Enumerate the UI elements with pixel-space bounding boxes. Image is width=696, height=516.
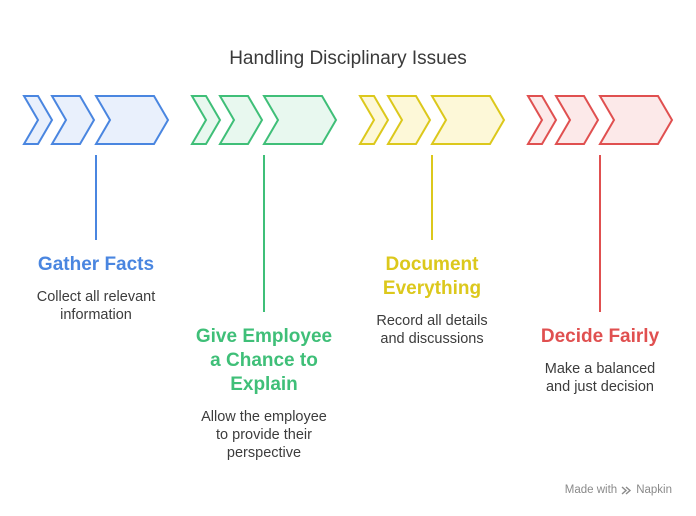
step-1-arrows [22,95,170,145]
step-2-title-line: a Chance to [210,350,318,371]
step-1-description: Collect all relevant information [11,288,181,324]
credit-prefix: Made with [564,484,618,496]
step-2-description: Allow the employee to provide their perspe… [179,408,349,462]
step-2-chevron-3 [262,95,338,145]
step-1-chevron-3 [94,95,170,145]
step-2-title: Give Employee a Chance to Explain [179,325,349,397]
step-3-chevron-1 [358,95,390,145]
step-4-arrows [526,95,674,145]
diagram-title: Handling Disciplinary Issues [229,48,467,69]
step-2-title-line: Explain [230,374,298,395]
step-2-title-line: Give Employee [195,326,333,347]
step-2-chevron-1 [190,95,222,145]
step-4-description-line: and just decision [545,379,654,395]
step-3-chevron-2 [386,95,432,145]
step-4-title-line: Decide Fairly [540,326,660,347]
step-3-chevron-3 [430,95,506,145]
step-4-description-line: Make a balanced [544,361,656,377]
made-with-credit: Made with Napkin [565,484,672,496]
credit-brand: Napkin [636,484,672,496]
step-4-chevron-2 [554,95,600,145]
step-2-description-line: Allow the employee [201,409,327,425]
napkin-logo-icon [621,485,632,495]
step-2-arrows [190,95,338,145]
step-4-chevron-3 [598,95,674,145]
step-1-description-line: Collect all relevant [36,289,156,305]
step-4-chevron-1 [526,95,558,145]
step-3-title-line: Everything [382,278,482,299]
step-1-title: Gather Facts [11,253,181,277]
step-2-description-line: perspective [226,445,302,461]
step-2-chevron-2 [218,95,264,145]
step-3-description: Record all details and discussions [347,312,517,348]
step-2-description-line: to provide their [216,427,312,443]
step-3-arrows [358,95,506,145]
step-1-title-line: Gather Facts [37,254,155,275]
step-1-chevron-1 [22,95,54,145]
step-3-description-line: and discussions [380,331,484,347]
step-1-chevron-2 [50,95,96,145]
step-4-title: Decide Fairly [515,325,685,349]
step-4-description: Make a balanced and just decision [515,360,685,396]
step-3-description-line: Record all details [376,313,488,329]
step-1-description-line: information [60,307,132,323]
step-3-title-line: Document [385,254,479,275]
